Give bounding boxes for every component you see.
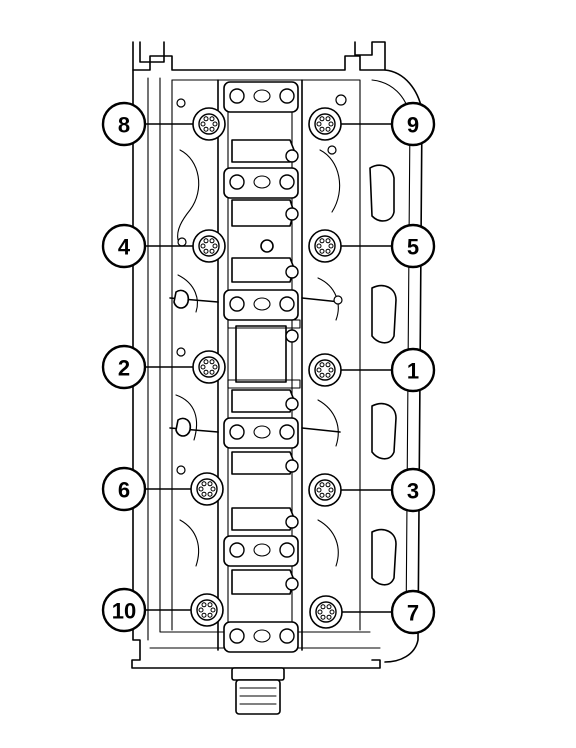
head-bolt-9 — [308, 107, 342, 141]
callout-1: 1 — [390, 347, 436, 393]
callout-label: 1 — [407, 359, 419, 384]
callout-8: 8 — [101, 101, 147, 147]
callout-label: 10 — [112, 599, 136, 624]
bearing-cap-bolts — [229, 88, 299, 644]
callout-2: 2 — [101, 344, 147, 390]
callout-7: 7 — [390, 589, 436, 635]
head-bolt-1 — [308, 353, 342, 387]
callout-label: 3 — [407, 479, 419, 504]
callout-label: 5 — [407, 235, 419, 260]
callout-5: 5 — [390, 223, 436, 269]
head-bolt-2 — [192, 350, 226, 384]
callout-leaders — [145, 123, 392, 613]
camshaft-carrier — [217, 79, 303, 653]
callout-circle — [101, 587, 147, 633]
callout-circle — [101, 466, 147, 512]
callout-circle — [390, 347, 436, 393]
exhaust-ports — [369, 164, 397, 586]
callout-circle — [101, 101, 147, 147]
head-bolt-10 — [190, 593, 224, 627]
callout-label: 2 — [118, 356, 130, 381]
head-bolt-7 — [309, 595, 343, 629]
head-bolt-6 — [190, 472, 224, 506]
small-dowels — [176, 94, 347, 475]
callout-circle — [390, 589, 436, 635]
callout-label: 9 — [407, 113, 419, 138]
callout-circle — [390, 467, 436, 513]
head-bolt-8 — [192, 107, 226, 141]
head-bolt-4 — [192, 229, 226, 263]
callout-circle — [101, 223, 147, 269]
callout-label: 6 — [118, 478, 130, 503]
callout-label: 8 — [118, 113, 130, 138]
callout-label: 4 — [118, 235, 131, 260]
callouts: 8 9 4 5 2 1 6 3 10 7 — [101, 101, 436, 635]
head-bolt-3 — [308, 473, 342, 507]
callout-10: 10 — [101, 587, 147, 633]
head-bolts — [190, 107, 343, 629]
callout-9: 9 — [390, 101, 436, 147]
callout-4: 4 — [101, 223, 147, 269]
head-bolt-5 — [308, 229, 342, 263]
callout-circle — [390, 223, 436, 269]
callout-3: 3 — [390, 467, 436, 513]
callout-6: 6 — [101, 466, 147, 512]
camshaft-front-snout — [231, 667, 285, 715]
callout-label: 7 — [407, 601, 419, 626]
callout-circle — [101, 344, 147, 390]
callout-circle — [390, 101, 436, 147]
